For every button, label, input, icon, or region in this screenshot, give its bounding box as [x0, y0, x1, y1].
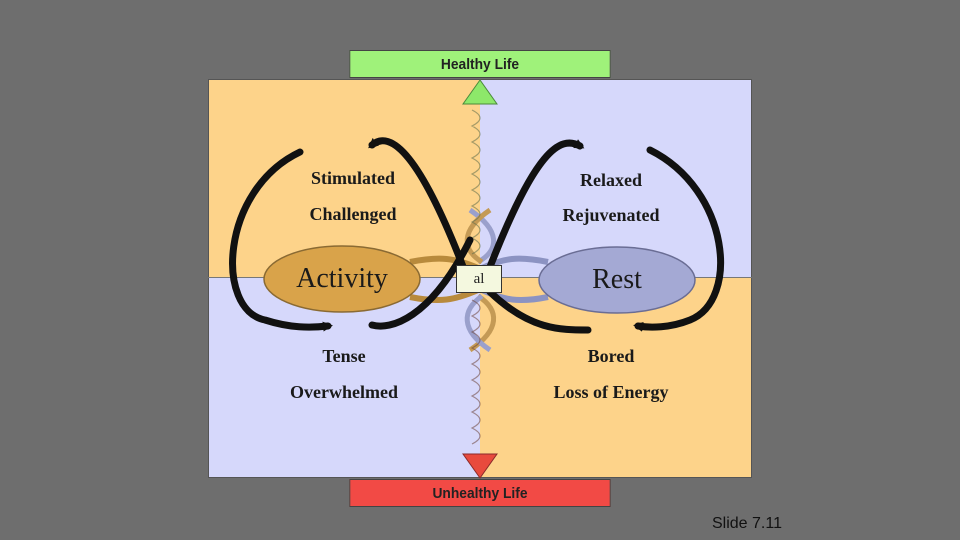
overwhelmed-label: Overwhelmed — [290, 382, 398, 402]
healthy-life-banner: Healthy Life — [349, 50, 611, 78]
bored-label: Bored — [587, 346, 635, 366]
challenged-label: Challenged — [309, 204, 397, 224]
center-label-box: al — [456, 265, 502, 293]
quadrant-top-right — [480, 79, 752, 278]
unhealthy-life-banner: Unhealthy Life — [349, 479, 611, 507]
activity-oval — [263, 245, 421, 313]
quadrant-top-left — [208, 79, 480, 278]
rejuvenated-label: Rejuvenated — [562, 205, 660, 225]
rest-label: Rest — [592, 264, 642, 295]
stimulated-label: Stimulated — [310, 168, 396, 188]
arrow-down-icon — [462, 453, 498, 479]
loss-of-energy-label: Loss of Energy — [553, 382, 669, 402]
tense-label: Tense — [322, 346, 366, 366]
infinity-loop — [229, 137, 724, 334]
activity-label: Activity — [296, 263, 388, 294]
rest-oval — [538, 246, 696, 314]
relaxed-label: Relaxed — [580, 170, 642, 190]
slide-number: Slide 7.11 — [712, 515, 782, 532]
arrow-up-icon — [462, 79, 498, 105]
